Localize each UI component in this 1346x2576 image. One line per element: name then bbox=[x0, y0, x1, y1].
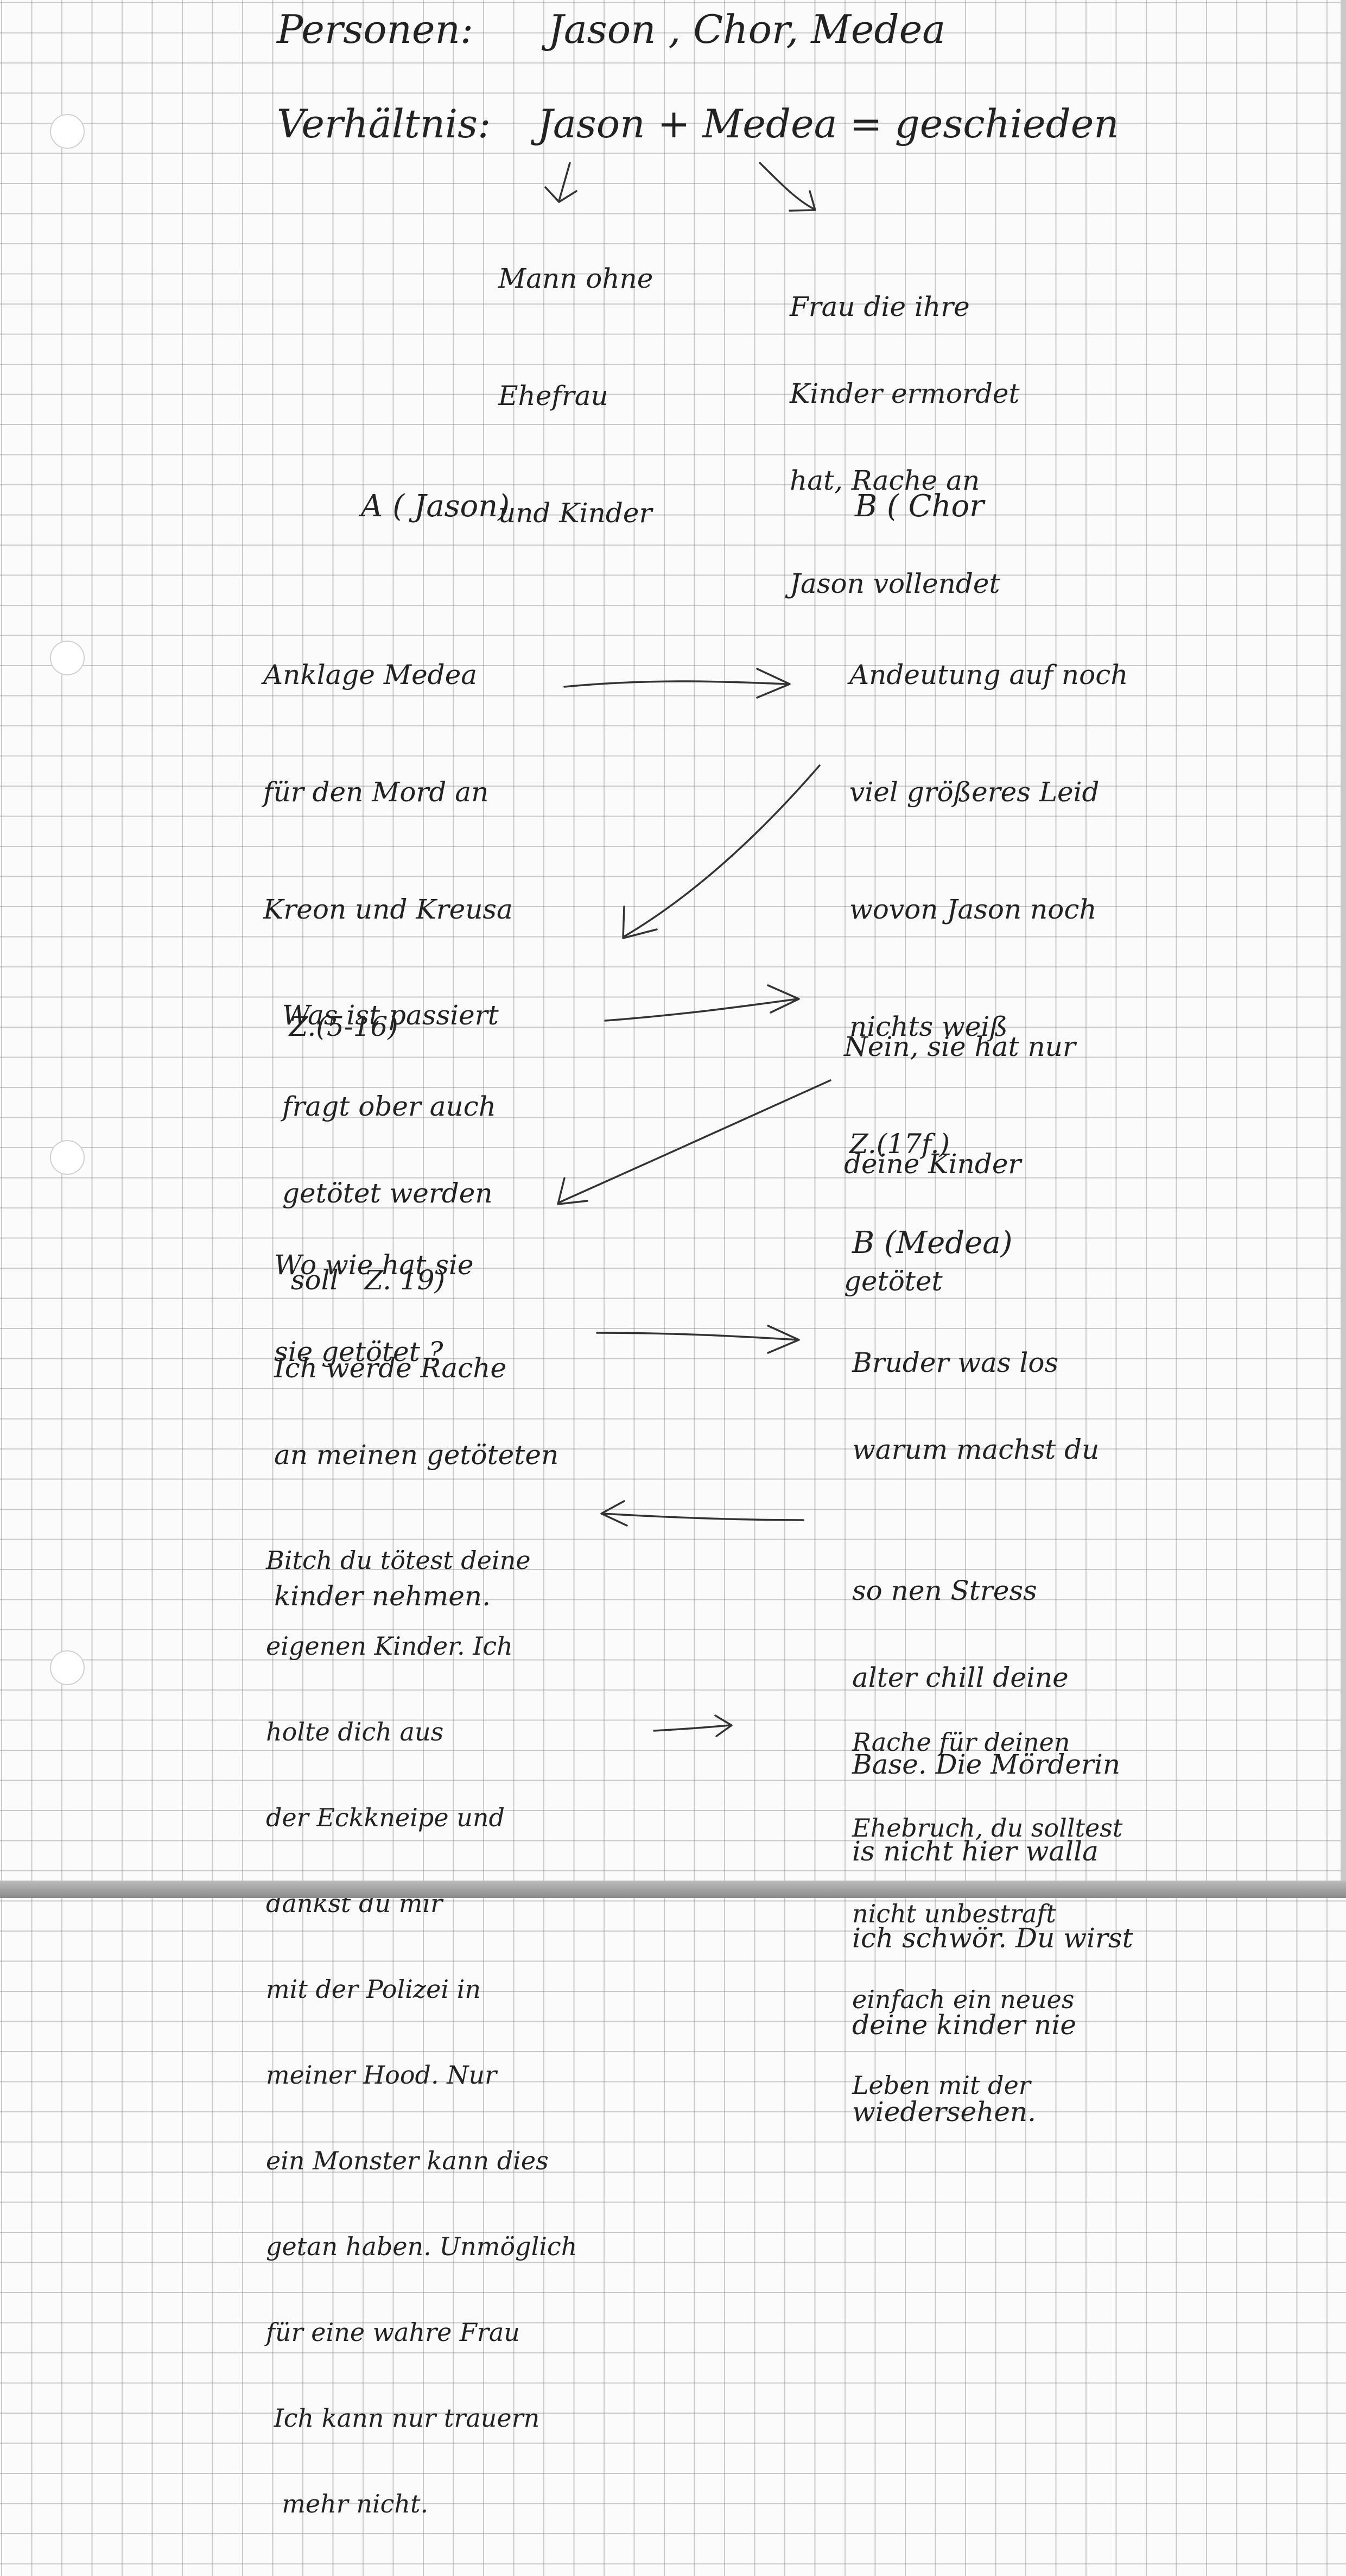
verhaeltnis-value: Jason + Medea = geschieden bbox=[537, 101, 1119, 147]
a5-block: Bitch du tötest deine eigenen Kinder. Ic… bbox=[266, 1490, 577, 2574]
arrow-a2-to-b2-icon bbox=[604, 984, 800, 1022]
arrow-b2-to-a3-icon bbox=[557, 1079, 831, 1205]
note-line: und Kinder bbox=[498, 497, 652, 529]
text-line: an meinen getöteten bbox=[274, 1439, 559, 1471]
a2-block: Was ist passiert fragt ober auch getötet… bbox=[282, 945, 499, 1351]
right-note: Frau die ihre Kinder ermordet hat, Rache… bbox=[790, 236, 1020, 654]
note-line: Ehefrau bbox=[498, 380, 608, 412]
column-a-title: A ( Jason) bbox=[361, 489, 510, 524]
text-line: mehr nicht. bbox=[266, 2489, 429, 2518]
text-line: getötet bbox=[844, 1265, 943, 1297]
note-line: Kinder ermordet bbox=[790, 378, 1020, 409]
text-line: Base. Die Mörderin bbox=[852, 1749, 1121, 1780]
column-b-title: B ( Chor bbox=[855, 489, 984, 524]
text-line: Nein, sie hat nur bbox=[844, 1031, 1076, 1062]
text-line: mit der Polizei in bbox=[266, 1974, 481, 2004]
text-line: nicht unbestraft bbox=[852, 1899, 1056, 1928]
arrow-b4-to-a5-icon bbox=[600, 1500, 804, 1527]
a3-block: Wo wie hat sie sie getötet ? bbox=[274, 1194, 474, 1422]
personen-list: Jason , Chor, Medea bbox=[548, 7, 946, 52]
punch-hole bbox=[50, 641, 85, 675]
text-line: holte dich aus bbox=[266, 1717, 444, 1746]
arrow-a4-to-b4-icon bbox=[596, 1325, 800, 1354]
text-line: deine Kinder bbox=[844, 1148, 1021, 1180]
arrows-layer bbox=[544, 162, 831, 1737]
note-line: Mann ohne bbox=[498, 263, 653, 294]
notebook-page: Personen: Jason , Chor, Medea Verhältnis… bbox=[0, 0, 1346, 2518]
text-line: Ehebruch, du solltest bbox=[852, 1813, 1123, 1843]
text-line: fragt ober auch bbox=[282, 1091, 496, 1122]
page-edge-bottom bbox=[0, 1881, 1346, 1898]
text-line: getan haben. Unmöglich bbox=[266, 2232, 577, 2261]
text-line: is nicht hier walla bbox=[852, 1836, 1099, 1867]
text-line: Anklage Medea bbox=[263, 659, 478, 691]
text-line: Bitch du tötest deine bbox=[266, 1546, 531, 1575]
text-line: Wo wie hat sie bbox=[274, 1249, 474, 1281]
punch-hole bbox=[50, 114, 85, 149]
b3-title: B (Medea) bbox=[852, 1225, 1013, 1261]
b1-block: Andeutung auf noch viel größeres Leid wo… bbox=[849, 589, 1128, 1230]
text-line: Andeutung auf noch bbox=[849, 659, 1128, 691]
text-line: für eine wahre Frau bbox=[266, 2318, 520, 2347]
text-line: kinder nehmen. bbox=[274, 1580, 491, 1612]
a1-block: Anklage Medea für den Mord an Kreon und … bbox=[263, 589, 513, 1112]
text-line: wovon Jason noch bbox=[849, 894, 1097, 925]
punch-hole bbox=[50, 1650, 85, 1685]
arrow-a1-to-b1-icon bbox=[563, 668, 791, 699]
text-line: sie getötet ? bbox=[274, 1336, 443, 1368]
text-line: Z.(17f.) bbox=[849, 1128, 950, 1160]
text-line: Bruder was los bbox=[852, 1347, 1059, 1378]
note-line: hat, Rache an bbox=[790, 465, 980, 496]
note-line: Jason vollendet bbox=[790, 568, 1000, 599]
text-line: für den Mord an bbox=[263, 776, 489, 808]
text-line: alter chill deine bbox=[852, 1662, 1069, 1693]
a4-block: Ich werde Rache an meinen getöteten kind… bbox=[274, 1298, 558, 1667]
text-line: Ich kann nur trauern bbox=[266, 2403, 540, 2433]
arrow-b1-to-a2-icon bbox=[622, 764, 821, 939]
note-line: Frau die ihre bbox=[790, 291, 970, 322]
text-line: einfach ein neues bbox=[852, 1985, 1075, 2014]
text-line: Leben mit der bbox=[852, 2071, 1031, 2100]
text-line: Ich werde Rache bbox=[274, 1352, 507, 1384]
text-line: Rache für deinen bbox=[852, 1727, 1070, 1757]
text-line: Z.(5-16) bbox=[263, 1011, 398, 1042]
text-line: Kreon und Kreusa bbox=[263, 894, 513, 925]
text-line: viel größeres Leid bbox=[849, 776, 1100, 808]
punch-hole bbox=[50, 1140, 85, 1175]
text-line: der Eckkneipe und bbox=[266, 1803, 505, 1832]
text-line: Was ist passiert bbox=[282, 999, 499, 1031]
arrow-medea-down-icon bbox=[759, 162, 816, 212]
left-note: Mann ohne Ehefrau und Kinder bbox=[498, 193, 653, 599]
b5-block: Rache für deinen Ehebruch, du solltest n… bbox=[852, 1672, 1122, 2155]
text-line: getötet werden bbox=[282, 1178, 493, 1209]
text-line: so nen Stress bbox=[852, 1575, 1037, 1606]
personen-label: Personen: bbox=[277, 7, 474, 52]
text-line: meiner Hood. Nur bbox=[266, 2060, 497, 2090]
text-line: soll Z. 19) bbox=[282, 1264, 446, 1296]
text-line: nichts weiß bbox=[849, 1011, 1008, 1042]
text-line: eigenen Kinder. Ich bbox=[266, 1631, 513, 1661]
page-edge-right bbox=[1341, 0, 1346, 1881]
text-line: ein Monster kann dies bbox=[266, 2146, 549, 2175]
arrow-a5-to-b5-icon bbox=[653, 1714, 733, 1737]
text-line: warum machst du bbox=[852, 1434, 1100, 1465]
verhaeltnis-label: Verhältnis: bbox=[277, 101, 491, 147]
b2-block: Nein, sie hat nur deine Kinder getötet bbox=[844, 961, 1076, 1367]
